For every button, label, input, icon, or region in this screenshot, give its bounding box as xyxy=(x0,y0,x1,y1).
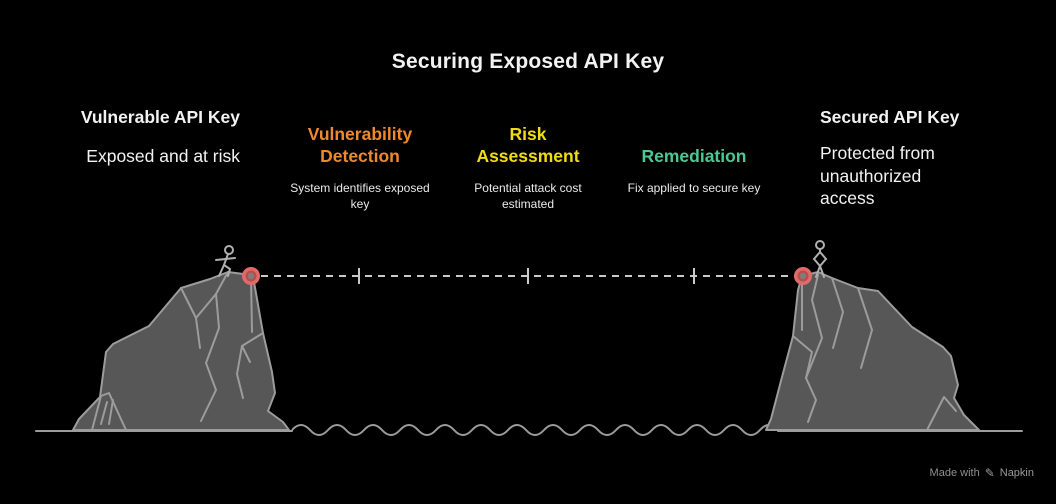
vulnerable-key-description: Exposed and at risk xyxy=(86,145,240,166)
stage-description: Fix applied to secure key xyxy=(627,181,761,195)
stage-title: Remediation xyxy=(641,146,747,167)
water-wave-line xyxy=(291,424,779,436)
vulnerable-key-block: Vulnerable API Key Exposed and at risk xyxy=(78,106,240,168)
pencil-icon: ✎ xyxy=(984,466,995,480)
start-anchor-marker xyxy=(242,267,260,285)
secured-key-description: Protected from unauthorized access xyxy=(820,142,935,209)
right-cliff xyxy=(765,271,980,431)
left-cliff xyxy=(72,271,290,431)
napkin-credit-link[interactable]: Made with ✎ Napkin xyxy=(930,466,1034,480)
secured-key-block: Secured API Key Protected from unauthori… xyxy=(820,106,968,210)
stage-vulnerability-detection: Vulnerability Detection System identifie… xyxy=(275,118,445,212)
vulnerable-key-heading: Vulnerable API Key xyxy=(80,107,240,127)
credit-text: Made with xyxy=(929,467,980,479)
page-title: Securing Exposed API Key xyxy=(391,50,665,73)
rope-dashed-line xyxy=(261,268,795,284)
napkin-brand-label: Napkin xyxy=(999,467,1034,479)
secured-key-heading: Secured API Key xyxy=(820,107,960,127)
end-anchor-marker xyxy=(794,267,812,285)
stage-risk-assessment: Risk Assessment Potential attack cost es… xyxy=(443,118,613,212)
person-left-icon xyxy=(215,245,236,277)
stage-title: Risk Assessment xyxy=(476,124,580,167)
stage-description: System identifies exposed key xyxy=(290,181,430,212)
stage-description: Potential attack cost estimated xyxy=(474,181,582,212)
stage-remediation: Remediation Fix applied to secure key xyxy=(609,118,779,196)
rope-segment-ticks xyxy=(358,268,695,284)
stage-title: Vulnerability Detection xyxy=(307,124,413,167)
person-right-icon xyxy=(812,240,828,278)
